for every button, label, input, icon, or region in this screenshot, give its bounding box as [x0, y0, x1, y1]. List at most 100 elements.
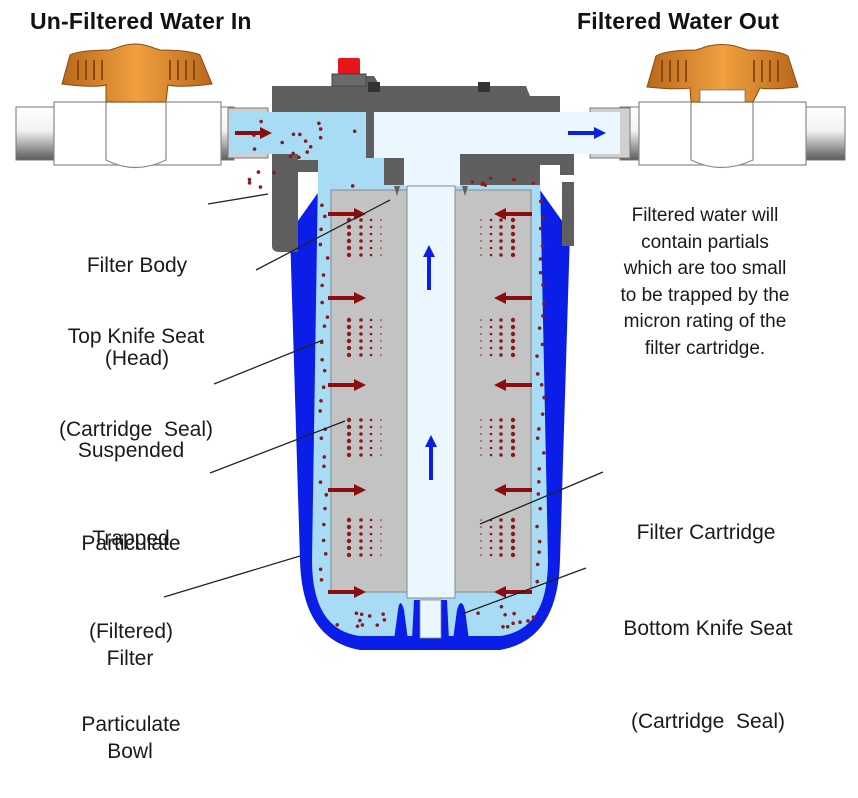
label-line: Trapped: [92, 527, 170, 550]
particle: [369, 332, 373, 336]
label-top-knife-seat: Top Knife Seat (Cartridge Seal): [26, 259, 246, 476]
label-line: (Filtered): [88, 620, 173, 643]
particle: [541, 282, 545, 287]
particle: [291, 151, 295, 156]
particle: [499, 418, 503, 422]
particle: [369, 418, 373, 422]
particle: [510, 517, 516, 523]
particle: [380, 326, 382, 328]
particle: [359, 418, 363, 422]
particle: [369, 439, 373, 443]
particle: [359, 246, 363, 250]
cartridge-inflow-arrow: [328, 484, 366, 496]
particle: [541, 216, 545, 220]
center-up-arrow: [425, 435, 437, 480]
label-line: Top Knife Seat: [67, 325, 205, 348]
particle: [380, 433, 382, 435]
particle: [367, 614, 372, 618]
particle: [369, 532, 373, 536]
particle: [322, 455, 327, 459]
leader-top-knife-seat: [255, 199, 391, 271]
particle: [489, 539, 493, 543]
inlet-flow-arrow: [235, 127, 272, 139]
particle: [518, 620, 522, 625]
particle: [380, 554, 382, 556]
particle: [369, 325, 373, 329]
particle: [510, 331, 516, 337]
particle: [247, 181, 252, 185]
particle: [489, 353, 493, 357]
leader-lines: [163, 193, 604, 615]
particle: [489, 418, 493, 422]
particle: [359, 612, 364, 617]
particle: [380, 426, 382, 428]
particle: [540, 412, 545, 416]
particle: [346, 324, 352, 330]
particle: [538, 199, 543, 204]
particle: [541, 314, 545, 318]
particle: [359, 325, 363, 329]
particle: [480, 254, 482, 256]
particle: [272, 170, 276, 175]
particle: [476, 611, 480, 615]
particle: [489, 425, 493, 429]
particle: [325, 256, 330, 260]
particle: [480, 354, 482, 356]
particle: [359, 518, 363, 522]
particle: [538, 270, 543, 275]
particle: [323, 552, 328, 556]
particle: [535, 524, 539, 529]
particle: [537, 539, 542, 544]
particle: [480, 326, 482, 328]
note-line: which are too small: [623, 258, 787, 279]
top-knife-seat-left: [394, 186, 400, 196]
particle: [480, 526, 482, 528]
label-line: Suspended: [77, 439, 185, 462]
particle: [380, 547, 382, 549]
particle: [369, 425, 373, 429]
bottom-outlet-gap: [419, 599, 442, 639]
particle: [537, 427, 541, 431]
particle: [288, 154, 293, 159]
particle: [318, 135, 323, 140]
particle: [539, 383, 544, 387]
particle: [369, 246, 373, 250]
particle: [380, 247, 382, 249]
particle: [380, 440, 382, 442]
particle: [369, 318, 373, 322]
particle: [247, 177, 252, 182]
particle: [297, 155, 301, 160]
particle: [499, 253, 503, 257]
particle: [359, 232, 363, 236]
leader-suspended-particulate: [213, 339, 324, 385]
particle: [510, 324, 516, 330]
particle: [380, 540, 382, 542]
particle: [499, 218, 503, 222]
cartridge-inflow-arrow: [494, 484, 532, 496]
particle: [511, 621, 515, 626]
particle: [359, 346, 363, 350]
particle: [380, 454, 382, 456]
particle: [542, 395, 546, 400]
leader-filter-bowl: [163, 555, 301, 598]
note-line: to be trapped by the: [620, 284, 790, 306]
outlet-channel: [374, 112, 620, 186]
particle: [359, 225, 363, 229]
particle: [380, 354, 382, 356]
particle: [319, 398, 323, 403]
particle: [305, 150, 310, 154]
particle: [489, 346, 493, 350]
particle: [510, 424, 516, 430]
particle: [499, 239, 503, 243]
particle: [346, 231, 352, 237]
particle: [537, 467, 542, 471]
label-line: Bowl: [107, 740, 153, 763]
particle: [350, 184, 355, 188]
particle: [537, 550, 541, 554]
particle: [318, 480, 323, 484]
particle: [346, 431, 352, 437]
particle: [346, 524, 352, 530]
particle: [346, 452, 352, 458]
filtered-water-note: Filtered water will contain partials whi…: [590, 203, 820, 362]
particle: [535, 436, 540, 440]
